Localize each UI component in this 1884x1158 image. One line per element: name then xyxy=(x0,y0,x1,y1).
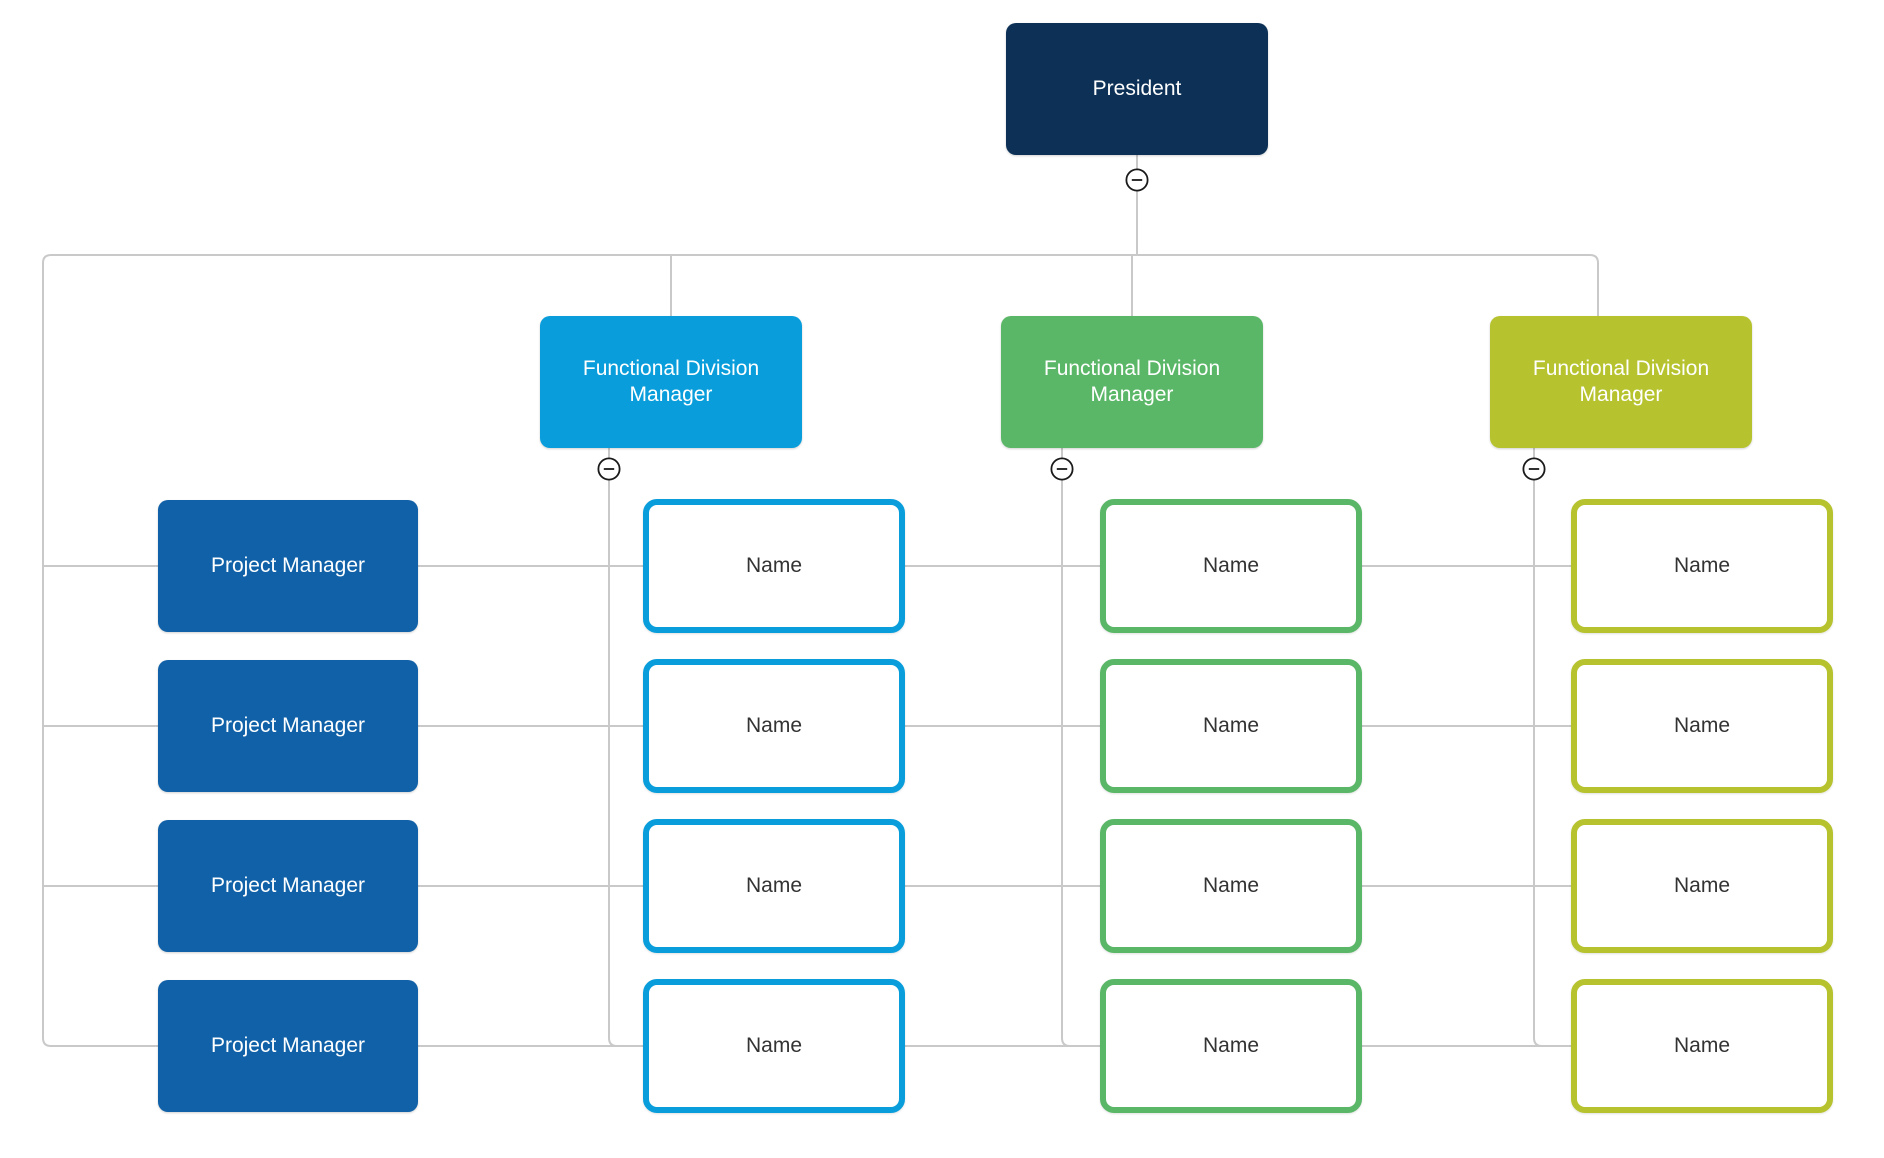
node-project-manager-4[interactable]: Project Manager xyxy=(158,980,418,1112)
node-project-manager-2[interactable]: Project Manager xyxy=(158,660,418,792)
node-member-division1-row2[interactable]: Name xyxy=(643,659,905,793)
node-member-division2-row4[interactable]: Name xyxy=(1100,979,1362,1113)
node-project-manager-3[interactable]: Project Manager xyxy=(158,820,418,952)
node-label: Project Manager xyxy=(210,1034,366,1058)
node-member-division3-row2[interactable]: Name xyxy=(1571,659,1833,793)
collapse-toggle-division-2[interactable] xyxy=(1050,457,1074,481)
minus-circle-icon xyxy=(1050,457,1074,481)
connector-rail-division-3 xyxy=(1533,448,1543,1047)
node-member-division2-row2[interactable]: Name xyxy=(1100,659,1362,793)
node-member-division1-row1[interactable]: Name xyxy=(643,499,905,633)
node-label: Project Manager xyxy=(210,714,366,738)
node-label: Name xyxy=(1202,714,1260,738)
node-label: Project Manager xyxy=(210,874,366,898)
node-member-division2-row3[interactable]: Name xyxy=(1100,819,1362,953)
node-member-division3-row4[interactable]: Name xyxy=(1571,979,1833,1113)
minus-circle-icon xyxy=(597,457,621,481)
node-division-manager-2[interactable]: Functional Division Manager xyxy=(1001,316,1263,448)
node-label: Functional Division Manager xyxy=(1532,357,1710,406)
node-member-division1-row4[interactable]: Name xyxy=(643,979,905,1113)
node-label: Name xyxy=(1673,1034,1731,1058)
node-division-manager-1[interactable]: Functional Division Manager xyxy=(540,316,802,448)
node-label: Name xyxy=(1202,874,1260,898)
node-label: Name xyxy=(1202,554,1260,578)
collapse-toggle-division-1[interactable] xyxy=(597,457,621,481)
node-member-division3-row3[interactable]: Name xyxy=(1571,819,1833,953)
node-label: Name xyxy=(745,874,803,898)
node-division-manager-3[interactable]: Functional Division Manager xyxy=(1490,316,1752,448)
node-label: Functional Division Manager xyxy=(1043,357,1221,406)
node-label: Name xyxy=(1673,874,1731,898)
collapse-toggle-president[interactable] xyxy=(1125,168,1149,192)
minus-circle-icon xyxy=(1522,457,1546,481)
connector-left-rail xyxy=(42,263,52,1047)
node-president[interactable]: President xyxy=(1006,23,1268,155)
minus-circle-icon xyxy=(1125,168,1149,192)
node-label: Name xyxy=(1202,1034,1260,1058)
connector-rail-division-2 xyxy=(1061,448,1071,1047)
node-label: Functional Division Manager xyxy=(582,357,760,406)
connector-rail-division-1 xyxy=(608,448,618,1047)
node-label: Name xyxy=(1673,714,1731,738)
node-label: Name xyxy=(1673,554,1731,578)
node-label: Name xyxy=(745,1034,803,1058)
node-label: Name xyxy=(745,714,803,738)
node-member-division1-row3[interactable]: Name xyxy=(643,819,905,953)
node-member-division2-row1[interactable]: Name xyxy=(1100,499,1362,633)
node-label: President xyxy=(1092,77,1182,101)
connector-main-horizontal xyxy=(42,254,1599,316)
node-project-manager-1[interactable]: Project Manager xyxy=(158,500,418,632)
node-member-division3-row1[interactable]: Name xyxy=(1571,499,1833,633)
node-label: Name xyxy=(745,554,803,578)
collapse-toggle-division-3[interactable] xyxy=(1522,457,1546,481)
node-label: Project Manager xyxy=(210,554,366,578)
